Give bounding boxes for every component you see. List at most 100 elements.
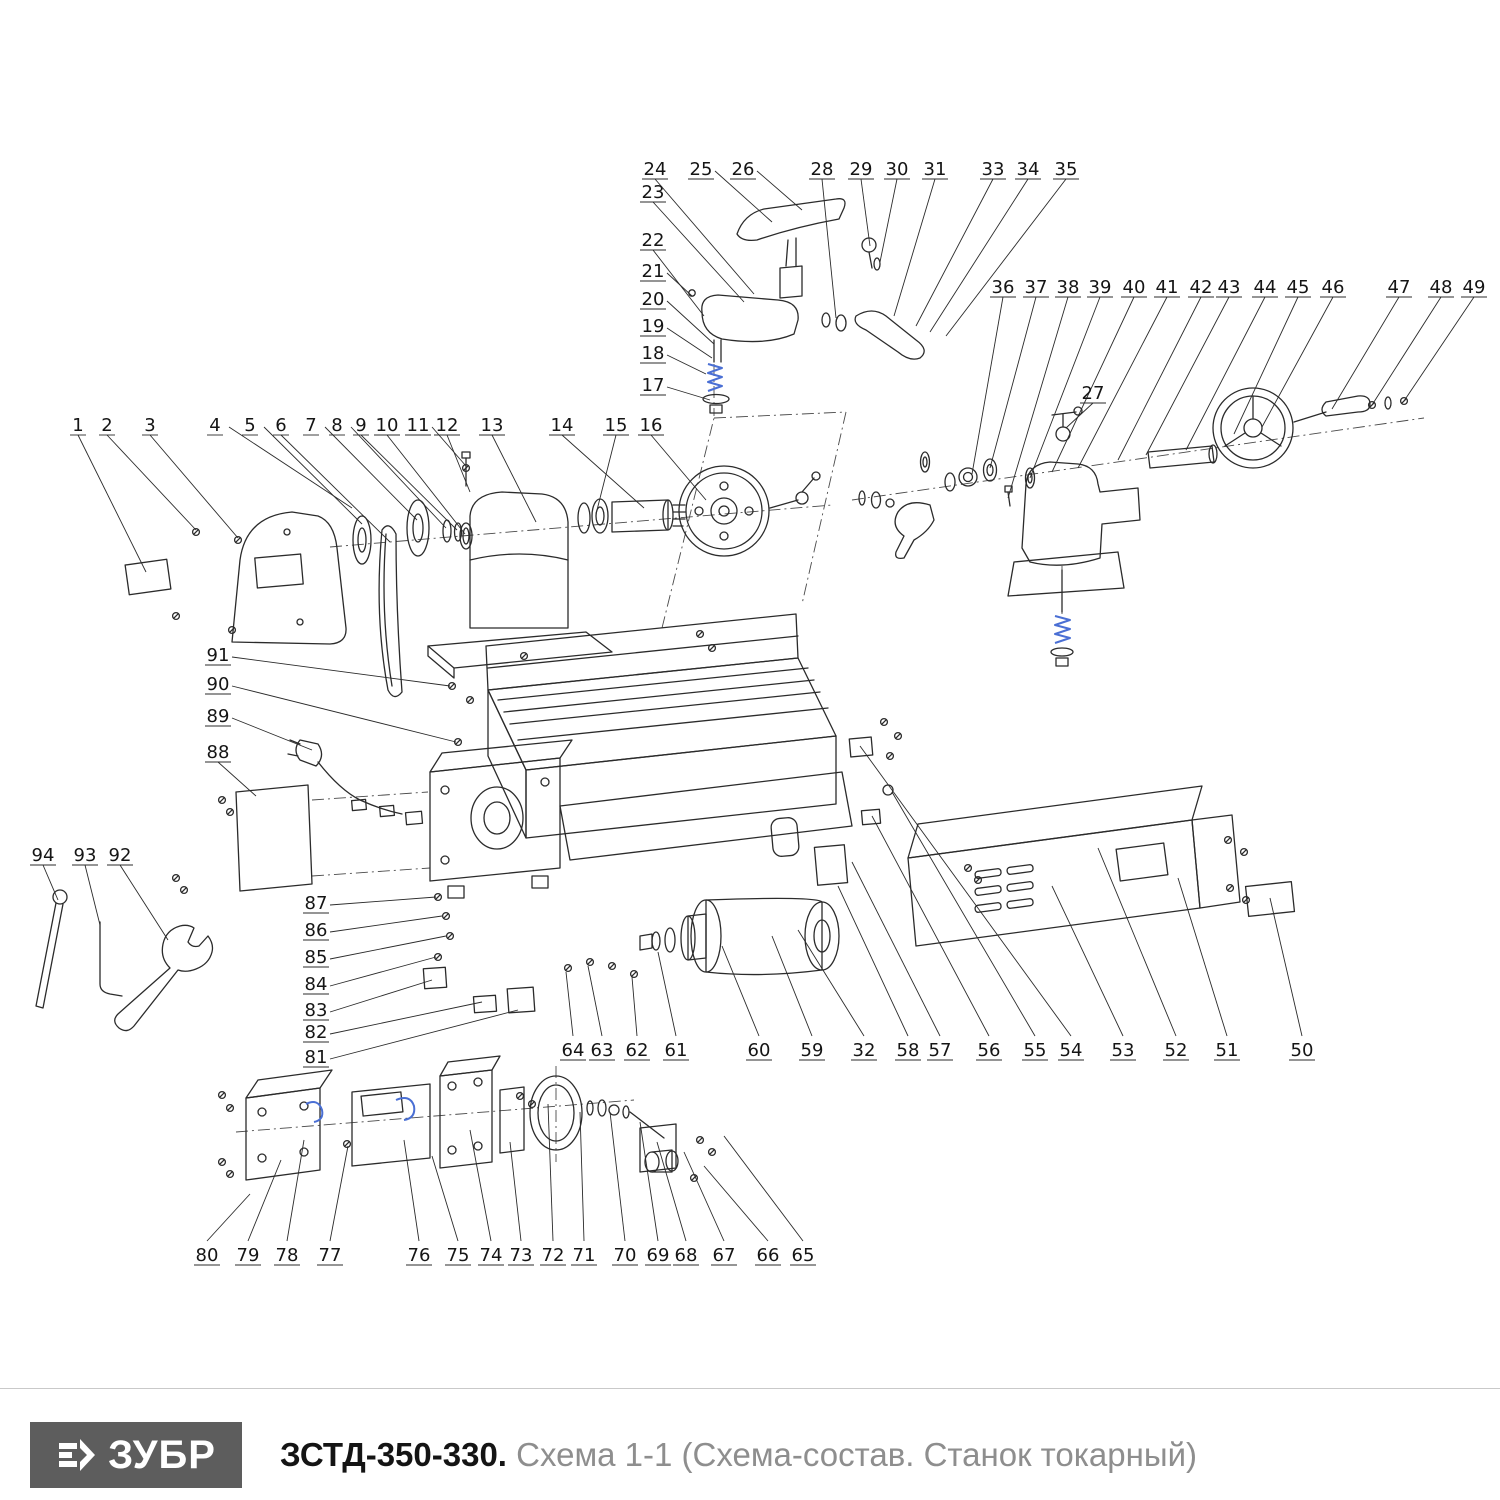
part-label-83: 83 [303,979,433,1021]
svg-text:17: 17 [642,375,665,396]
svg-text:31: 31 [924,159,947,180]
part-label-72: 72 [540,1103,566,1266]
switch-cord [287,739,424,826]
part-label-86: 86 [303,915,443,941]
part-label-93: 93 [72,845,101,926]
part-label-9: 9 [353,415,458,531]
part-label-6: 6 [273,415,391,543]
svg-text:9: 9 [355,415,366,436]
svg-text:22: 22 [642,230,665,251]
svg-text:54: 54 [1060,1040,1083,1061]
part-label-19: 19 [640,316,713,359]
part-label-24: 24 [642,159,755,295]
spindle-faceplate [577,465,821,557]
part-label-66: 66 [703,1165,781,1266]
part-label-3: 3 [142,415,239,539]
svg-text:61: 61 [665,1040,688,1061]
svg-text:75: 75 [447,1245,470,1266]
svg-text:82: 82 [305,1022,328,1043]
part-label-61: 61 [657,951,689,1061]
handwheel [1212,387,1409,469]
svg-text:4: 4 [209,415,220,436]
svg-text:79: 79 [237,1245,260,1266]
part-label-59: 59 [771,935,825,1061]
part-label-94: 94 [30,845,59,901]
brand-name: ЗУБР [108,1432,216,1477]
svg-text:69: 69 [647,1245,670,1266]
nameplate-label [124,558,172,596]
footer-divider [0,1388,1500,1389]
svg-text:10: 10 [376,415,399,436]
part-label-23: 23 [640,182,745,303]
part-label-47: 47 [1331,277,1412,410]
svg-text:14: 14 [551,415,574,436]
svg-text:59: 59 [801,1040,824,1061]
svg-text:40: 40 [1123,277,1146,298]
part-label-32: 32 [797,929,877,1061]
svg-text:47: 47 [1388,277,1411,298]
panel-label [1115,842,1169,882]
svg-text:30: 30 [886,159,909,180]
part-label-75: 75 [431,1155,471,1266]
part-label-5: 5 [242,415,363,525]
svg-text:20: 20 [642,289,665,310]
part-label-14: 14 [549,415,645,509]
svg-text:84: 84 [305,974,328,995]
part-label-87: 87 [303,893,437,914]
svg-text:65: 65 [792,1245,815,1266]
part-label-49: 49 [1403,277,1487,402]
part-label-38: 38 [1007,277,1081,499]
exploded-diagram-svg: 1234567891011121314151617181920212223242… [30,159,1487,1266]
svg-text:66: 66 [757,1245,780,1266]
svg-text:78: 78 [276,1245,299,1266]
svg-text:68: 68 [675,1245,698,1266]
part-label-88: 88 [205,742,257,797]
svg-text:42: 42 [1190,277,1213,298]
svg-text:45: 45 [1287,277,1310,298]
svg-text:1: 1 [72,415,83,436]
svg-text:62: 62 [626,1040,649,1061]
schema-title-model: ЗСТД-350-330. [280,1436,507,1473]
motor [639,897,840,976]
part-label-90: 90 [205,674,457,743]
part-label-42: 42 [1117,277,1214,461]
part-label-71: 71 [571,1111,597,1266]
part-label-77: 77 [317,1145,349,1266]
svg-text:37: 37 [1025,277,1048,298]
part-label-70: 70 [609,1111,638,1266]
part-label-92: 92 [107,845,169,941]
part-label-64: 64 [560,971,586,1061]
svg-text:16: 16 [640,415,663,436]
svg-text:53: 53 [1112,1040,1135,1061]
part-label-67: 67 [683,1151,737,1266]
headstock-casting [427,491,613,679]
svg-text:94: 94 [32,845,55,866]
part-label-74: 74 [469,1129,504,1266]
svg-text:28: 28 [811,159,834,180]
part-label-13: 13 [479,415,537,523]
part-label-52: 52 [1097,847,1189,1061]
part-label-7: 7 [303,415,418,521]
part-label-22: 22 [640,230,705,317]
schema-title: ЗСТД-350-330. Схема 1-1 (Схема-состав. С… [280,1436,1197,1474]
wire-clip-right [395,1097,416,1121]
svg-text:3: 3 [144,415,155,436]
drive-pulleys-belt [352,451,473,698]
part-label-18: 18 [640,343,707,375]
svg-text:44: 44 [1254,277,1277,298]
part-label-50: 50 [1269,897,1315,1061]
handwheel-handle [1321,395,1371,417]
brand-logo: ЗУБР [30,1422,242,1488]
svg-text:83: 83 [305,1000,328,1021]
svg-text:6: 6 [275,415,286,436]
part-label-79: 79 [235,1159,282,1266]
svg-text:5: 5 [244,415,255,436]
svg-text:8: 8 [331,415,342,436]
part-label-65: 65 [723,1135,816,1266]
svg-text:34: 34 [1017,159,1040,180]
svg-text:76: 76 [408,1245,431,1266]
svg-text:18: 18 [642,343,665,364]
part-label-1: 1 [70,415,147,573]
part-label-56: 56 [871,815,1002,1061]
